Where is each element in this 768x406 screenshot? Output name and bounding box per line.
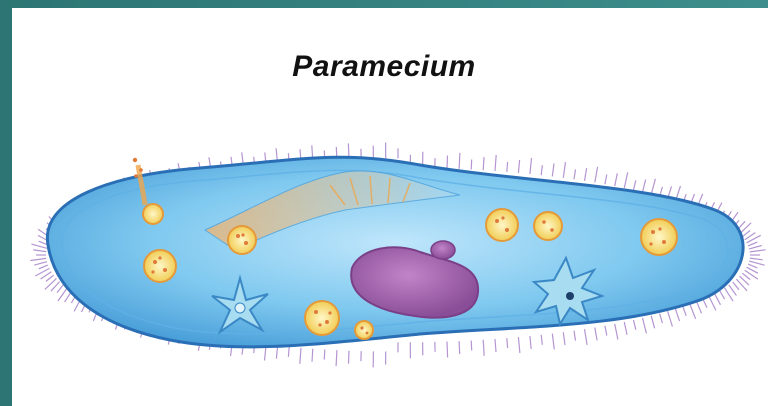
cilium	[34, 262, 47, 265]
cilium	[615, 324, 618, 340]
cilium	[507, 338, 508, 348]
cilium	[495, 155, 496, 171]
cilium	[30, 258, 46, 260]
cilium	[507, 162, 508, 172]
food-vacuole	[486, 209, 518, 241]
cilium	[683, 306, 686, 315]
micronucleus	[431, 241, 455, 259]
cilium	[447, 342, 448, 358]
cilium	[574, 331, 576, 341]
cilium	[714, 293, 720, 305]
food-vacuole	[355, 321, 373, 339]
cilium	[471, 341, 472, 351]
cilium	[324, 350, 325, 360]
cilium	[675, 309, 679, 321]
cilium	[46, 275, 54, 281]
cilium	[750, 250, 766, 252]
cilium	[459, 341, 460, 354]
cilium	[530, 336, 531, 349]
cilium	[447, 156, 448, 169]
cilium	[634, 180, 636, 190]
cilium	[660, 314, 663, 324]
cilium	[518, 160, 519, 173]
cilium	[585, 168, 587, 181]
cilium	[471, 160, 472, 170]
cilium	[742, 231, 750, 237]
cilium	[733, 282, 739, 290]
cilium	[288, 347, 289, 357]
cilium	[518, 337, 520, 353]
cilium	[690, 304, 696, 319]
cilium	[742, 273, 750, 279]
cilium	[749, 246, 762, 249]
food-vacuole	[144, 250, 176, 282]
cilium	[709, 296, 716, 310]
forming-food-vacuole	[228, 226, 256, 254]
cilium	[585, 329, 588, 345]
cilium	[697, 301, 702, 313]
cilium	[552, 164, 554, 177]
food-vacuole	[641, 219, 677, 255]
cilium	[541, 335, 542, 345]
cilium	[605, 175, 607, 185]
cilium	[748, 242, 757, 246]
cilium	[552, 334, 554, 350]
cilium	[634, 320, 636, 330]
cilium	[651, 179, 655, 195]
cilium	[605, 326, 607, 336]
cilium	[643, 318, 647, 334]
cilium	[668, 311, 673, 326]
cilium	[748, 264, 757, 268]
cilium	[459, 153, 460, 169]
cilium	[643, 180, 646, 193]
cilium	[33, 250, 46, 252]
cilium	[39, 265, 48, 269]
cilium	[595, 328, 597, 341]
cilium	[530, 158, 532, 174]
cilium	[336, 350, 337, 366]
cilium	[483, 157, 484, 170]
cilium	[349, 351, 350, 364]
cilium	[483, 340, 484, 356]
cilium	[300, 348, 301, 364]
food-vacuole	[305, 301, 339, 335]
cilium	[749, 261, 765, 265]
cilium	[574, 169, 576, 179]
cilium	[615, 173, 618, 186]
food-vacuole	[534, 212, 562, 240]
cilium	[31, 244, 47, 248]
cilium	[750, 258, 763, 260]
cilium	[729, 285, 737, 296]
cilium	[57, 285, 63, 293]
cilium	[651, 316, 654, 329]
cilium	[563, 162, 565, 178]
cilium	[624, 322, 627, 335]
cilium	[312, 349, 313, 362]
cilium	[624, 172, 627, 188]
cilium	[595, 167, 598, 183]
cilium	[495, 339, 496, 352]
cilium	[720, 291, 725, 300]
cilium	[563, 332, 565, 345]
cilium	[541, 165, 542, 175]
